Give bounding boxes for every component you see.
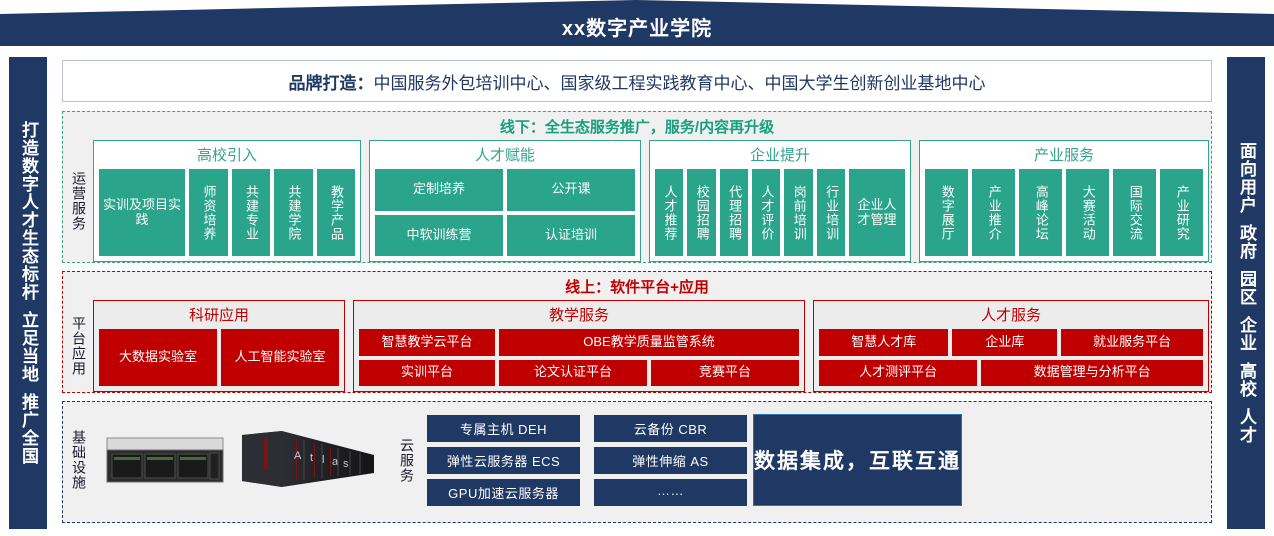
chip-competition-platform[interactable]: 竞赛平台 (651, 359, 799, 386)
svg-text:a: a (332, 456, 339, 468)
panel-title: 人才服务 (980, 307, 1041, 324)
chip-international-exchange[interactable]: 国际交流 (1113, 169, 1156, 256)
cloud-chip-more[interactable]: …… (594, 478, 747, 506)
chip-thesis-certification[interactable]: 论文认证平台 (499, 359, 647, 386)
right-rail-group-4: 高校 (1237, 362, 1256, 398)
chip-competition-event[interactable]: 大赛活动 (1066, 169, 1109, 256)
chip-obe-quality-system[interactable]: OBE教学质量监管系统 (499, 329, 799, 356)
chip-industry-training[interactable]: 行业培训 (816, 169, 845, 256)
svg-text:A: A (294, 450, 302, 462)
infrastructure-section: 基础设施 (62, 401, 1212, 523)
brand-label: 品牌打造： (288, 73, 374, 93)
chip-talent-assessment[interactable]: 人才测评平台 (819, 359, 978, 386)
chip-industry-research[interactable]: 产业研究 (1160, 169, 1203, 256)
chip-training-platform[interactable]: 实训平台 (359, 359, 495, 386)
right-rail-group-3: 企业 (1237, 316, 1256, 352)
chip-employment-platform[interactable]: 就业服务平台 (1061, 329, 1203, 356)
brand-text: 中国服务外包培训中心、国家级工程实践教育中心、中国大学生创新创业基地中心 (373, 73, 986, 93)
panel-talent-service: 人才服务 智慧人才库 企业库 就业服务平台 人才测评平台 数据 (813, 300, 1209, 392)
left-rail-group-2: 推广全国 (19, 393, 38, 465)
online-section: 线上：软件平台+应用 平台应用 科研应用 大数据实验室 人工智能实验室 教学服务 (62, 271, 1212, 393)
chip-enterprise-talent-mgmt[interactable]: 企业人才管理 (848, 169, 905, 256)
chip-teaching-product[interactable]: 教学产品 (316, 169, 355, 256)
panel-title: 科研应用 (188, 307, 249, 324)
brand-bar: 品牌打造：中国服务外包培训中心、国家级工程实践教育中心、中国大学生创新创业基地中… (62, 60, 1212, 102)
online-panels: 科研应用 大数据实验室 人工智能实验室 教学服务 智慧教学云平台 (93, 300, 1209, 392)
header-shape-icon (0, 0, 1274, 46)
chip-campus-recruiting[interactable]: 校园招聘 (687, 169, 716, 256)
svg-text:s: s (343, 458, 349, 470)
panel-teaching-service: 教学服务 智慧教学云平台 OBE教学质量监管系统 实训平台 论文认证平台 (353, 300, 805, 392)
right-rail-group-5: 人才 (1237, 408, 1256, 444)
offline-panels: 高校引入 实训及项目实践 师资培养 共建专业 共建学院 教学产品 人才赋能 (93, 140, 1209, 262)
cloud-chip-cbr[interactable]: 云备份 CBR (594, 414, 747, 442)
chip-digital-showroom[interactable]: 数字展厅 (925, 169, 968, 256)
chip-industry-promotion[interactable]: 产业推介 (972, 169, 1015, 256)
infra-side-label: 基础设施 (71, 430, 87, 490)
chip-ai-lab[interactable]: 人工智能实验室 (221, 329, 339, 386)
atlas-cluster-icon: A t l a s (242, 431, 374, 487)
right-rail-group-2: 园区 (1237, 270, 1256, 306)
chip-smart-talent-pool[interactable]: 智慧人才库 (819, 329, 949, 356)
cloud-chip-gpu[interactable]: GPU加速云服务器 (427, 478, 580, 506)
page-title: xx数字产业学院 (561, 18, 713, 40)
chip-data-mgmt-analysis[interactable]: 数据管理与分析平台 (981, 359, 1203, 386)
chip-practical-training[interactable]: 实训及项目实践 (99, 169, 185, 256)
chip-summit-forum[interactable]: 高峰论坛 (1019, 169, 1062, 256)
right-rail: 面向用户 政府 园区 企业 高校 人才 (1226, 56, 1266, 530)
online-section-title: 线上：软件平台+应用 (565, 279, 709, 296)
chip-teacher-training[interactable]: 师资培养 (189, 169, 228, 256)
offline-section: 线下：全生态服务推广，服务/内容再升级 运营服务 高校引入 实训及项目实践 师资… (62, 111, 1212, 263)
chip-custom-training[interactable]: 定制培养 (375, 169, 503, 211)
rack-server-icon (106, 437, 224, 483)
chip-open-course[interactable]: 公开课 (507, 169, 635, 211)
panel-title: 产业服务 (1033, 147, 1094, 164)
chip-joint-college[interactable]: 共建学院 (274, 169, 313, 256)
offline-section-title: 线下：全生态服务推广，服务/内容再升级 (499, 119, 775, 136)
chip-certification-training[interactable]: 认证培训 (507, 214, 635, 256)
panel-university-intro: 高校引入 实训及项目实践 师资培养 共建专业 共建学院 教学产品 (93, 140, 361, 262)
offline-side-label: 运营服务 (71, 171, 87, 231)
online-side-label: 平台应用 (71, 316, 87, 376)
chip-talent-evaluation[interactable]: 人才评价 (751, 169, 781, 256)
chip-talent-referral[interactable]: 人才推荐 (655, 169, 684, 256)
data-integration-box: 数据集成，互联互通 (753, 414, 962, 506)
chip-pre-job-training[interactable]: 岗前培训 (784, 169, 813, 256)
panel-title: 企业提升 (749, 147, 810, 164)
left-rail-group-0: 打造数字人才生态标杆 (19, 121, 38, 301)
header-banner: xx数字产业学院 (0, 0, 1274, 46)
cloud-service-label: 云服务 (399, 437, 415, 483)
chip-enterprise-pool[interactable]: 企业库 (952, 329, 1058, 356)
right-rail-group-1: 政府 (1237, 224, 1256, 260)
svg-text:t: t (310, 452, 313, 464)
panel-research-apps: 科研应用 大数据实验室 人工智能实验室 (93, 300, 345, 392)
panel-title: 人才赋能 (474, 147, 535, 164)
svg-text:l: l (322, 454, 324, 466)
panel-industry-service: 产业服务 数字展厅 产业推介 高峰论坛 大赛活动 国际交流 产业研究 (919, 140, 1209, 262)
hardware-images: A t l a s (97, 429, 387, 491)
chip-agency-recruiting[interactable]: 代理招聘 (719, 169, 748, 256)
panel-enterprise-upgrade: 企业提升 人才推荐 校园招聘 代理招聘 人才评价 岗前培训 行业培训 企业人才管… (649, 140, 911, 262)
cloud-service-list: 专属主机 DEH 云备份 CBR 弹性云服务器 ECS 弹性伸缩 AS GPU加… (427, 414, 747, 506)
chip-smart-teaching-cloud[interactable]: 智慧教学云平台 (359, 329, 495, 356)
panel-title: 高校引入 (196, 147, 257, 164)
chip-joint-major[interactable]: 共建专业 (231, 169, 270, 256)
chip-bigdata-lab[interactable]: 大数据实验室 (99, 329, 217, 386)
cloud-chip-ecs[interactable]: 弹性云服务器 ECS (427, 446, 580, 474)
cloud-chip-as[interactable]: 弹性伸缩 AS (594, 446, 747, 474)
left-rail: 打造数字人才生态标杆 立足当地 推广全国 (8, 56, 48, 530)
left-rail-group-1: 立足当地 (19, 311, 38, 383)
panel-title: 教学服务 (548, 307, 609, 324)
cloud-chip-deh[interactable]: 专属主机 DEH (427, 414, 580, 442)
panel-talent-empowerment: 人才赋能 定制培养 公开课 中软训练营 认证培训 (369, 140, 641, 262)
center-column: 品牌打造：中国服务外包培训中心、国家级工程实践教育中心、中国大学生创新创业基地中… (56, 56, 1218, 530)
chip-bootcamp[interactable]: 中软训练营 (375, 214, 503, 256)
right-rail-group-0: 面向用户 (1237, 142, 1256, 214)
